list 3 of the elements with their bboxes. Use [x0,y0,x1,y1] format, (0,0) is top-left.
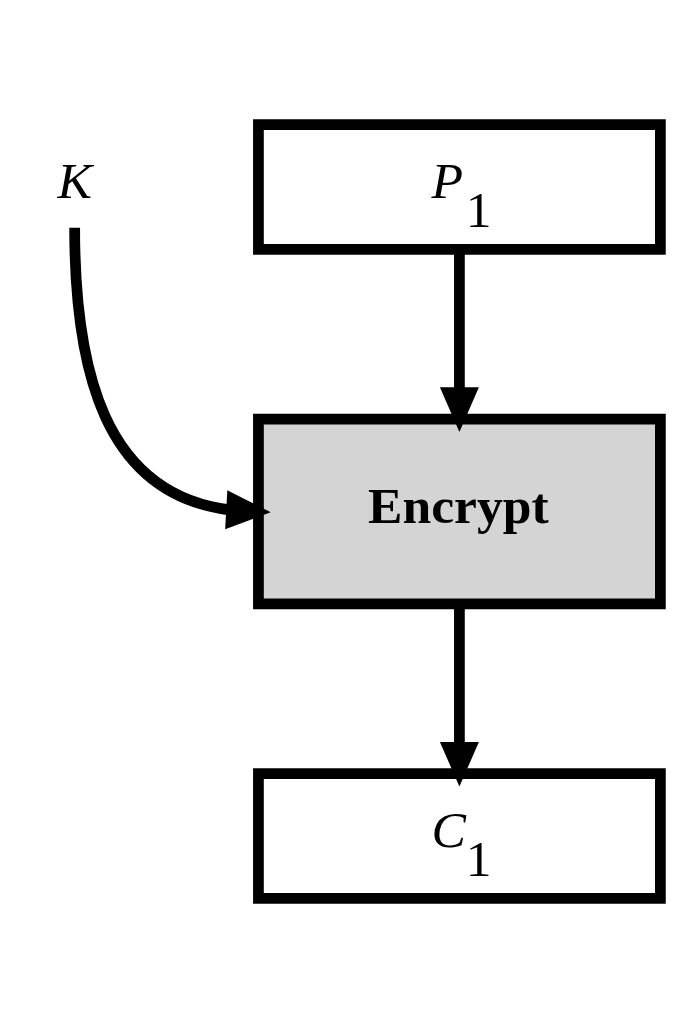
node-box: Encrypt [253,413,666,610]
node-text: K [57,152,92,210]
arrow [69,227,271,530]
